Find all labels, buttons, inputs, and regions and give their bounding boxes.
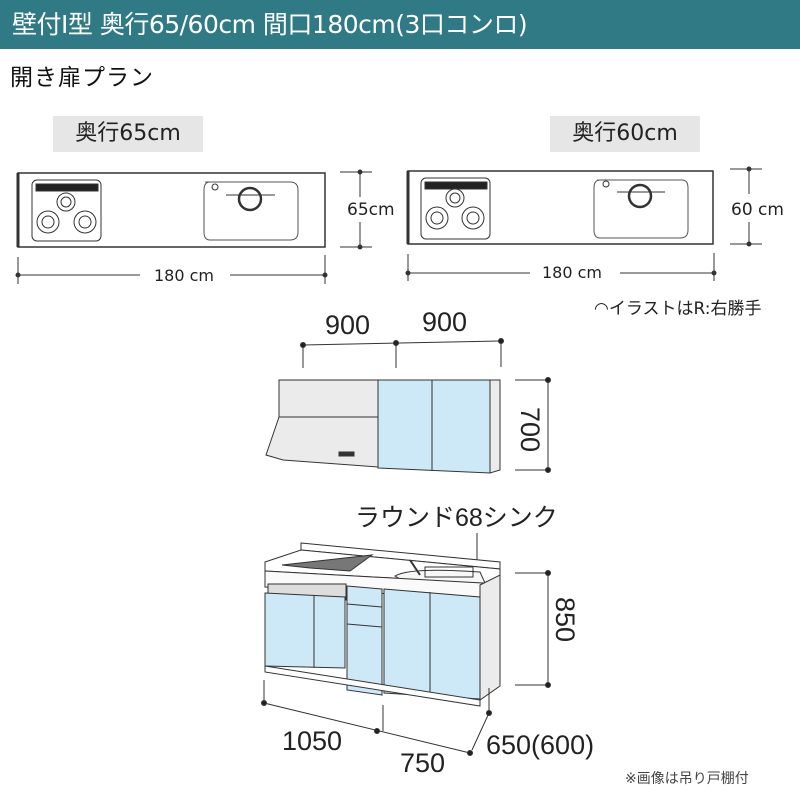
depth-label-65: 奥行65cm <box>53 116 203 152</box>
footnote: ※画像は吊り戸棚付 <box>625 771 749 787</box>
plan-view-60 <box>405 166 762 281</box>
illustration-note: ◠イラストはR:右勝手 <box>594 299 762 319</box>
wall-width-right: 900 <box>422 307 468 337</box>
base-cabinet <box>261 533 551 756</box>
sink-label: ラウンド68シンク <box>355 504 558 532</box>
plan-60-width-label: 180 cm <box>538 263 607 282</box>
plan-65-width-label: 180 cm <box>150 266 219 285</box>
page-header: 壁付I型 奥行65/60cm 間口180cm(3口コンロ) <box>0 0 800 49</box>
plan-view-65 <box>15 169 372 284</box>
wall-height: 700 <box>515 407 545 453</box>
plan-60-depth-dim: 60 cm <box>727 200 788 220</box>
depth-label-60: 奥行60cm <box>550 116 700 152</box>
wall-width-left: 900 <box>325 310 371 340</box>
wall-cabinet <box>265 338 551 474</box>
base-width-right: 750 <box>400 748 446 778</box>
base-width-left: 1050 <box>282 726 343 756</box>
plan-65-depth-dim: 65cm <box>343 200 399 220</box>
base-height: 850 <box>550 597 580 643</box>
plan-subtitle: 開き扉プラン <box>10 65 154 91</box>
base-depth: 650(600) <box>486 730 595 760</box>
